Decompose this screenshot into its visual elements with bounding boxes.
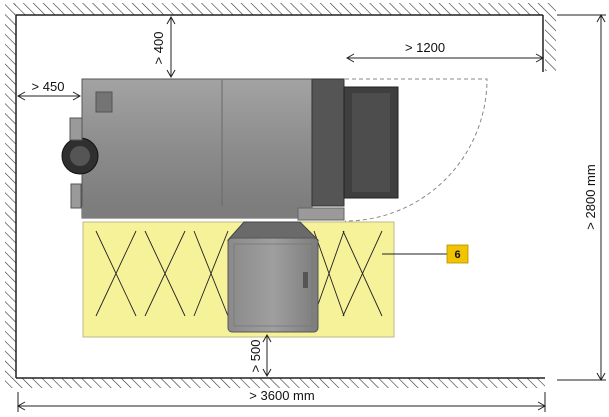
door-swing-arc bbox=[344, 78, 488, 222]
room-depth-label: > 2800 mm bbox=[583, 164, 598, 229]
door-clearance-label: > 1200 bbox=[405, 40, 445, 55]
dimension-lines bbox=[16, 13, 606, 412]
left-clearance-label: > 450 bbox=[32, 79, 65, 94]
bottom-clearance-label: > 500 bbox=[248, 340, 263, 373]
room-walls bbox=[5, 3, 556, 388]
boiler-unit bbox=[61, 78, 399, 221]
pellet-hopper bbox=[226, 221, 320, 333]
callout-number: 6 bbox=[454, 249, 460, 261]
callout-badge: 6 bbox=[446, 244, 469, 264]
top-clearance-label: > 400 bbox=[151, 32, 166, 65]
room-width-label: > 3600 mm bbox=[249, 388, 314, 403]
